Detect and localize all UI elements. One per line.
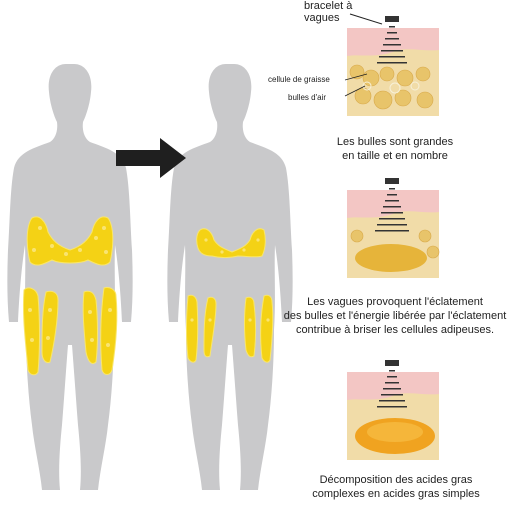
fat-deposits-before [22,216,118,376]
skin-panel-1 [347,16,439,116]
caption-2: Les vagues provoquent l'éclatement des b… [275,295,512,337]
body-before-silhouette [7,64,133,490]
caption-3-line-1: Décomposition des acides gras [319,474,473,486]
air-bubbles-label: bulles d'air [288,93,326,102]
caption-2-line-2: des bulles et l'énergie libérée par l'éc… [283,310,507,322]
arrow-right-icon [116,138,186,178]
wave-pattern [377,26,407,64]
caption-1-line-1: Les bulles sont grandes [336,136,454,148]
caption-3-line-2: complexes en acides gras simples [312,488,480,500]
body-after-silhouette [167,64,293,490]
device-label-line-2: vagues [304,12,340,24]
skin-panel-3 [347,360,439,460]
caption-2-line-1: Les vagues provoquent l'éclatement [307,296,483,308]
device-label: bracelet à vagues [304,0,352,24]
wave-bracelet-icon [385,16,399,22]
fat-cell-label: cellule de graisse [268,75,330,84]
device-pointer [349,13,383,25]
skin-panel-2 [347,178,440,278]
caption-3: Décomposition des acides gras complexes … [296,473,496,501]
fat-deposits-after [186,228,274,363]
caption-1-line-2: en taille et en nombre [342,150,448,162]
label-pointers [344,73,368,97]
device-label-line-1: bracelet à [304,0,353,12]
caption-2-line-3: contribue à briser les cellules adipeuse… [295,324,495,336]
caption-1: Les bulles sont grandes en taille et en … [330,135,460,163]
